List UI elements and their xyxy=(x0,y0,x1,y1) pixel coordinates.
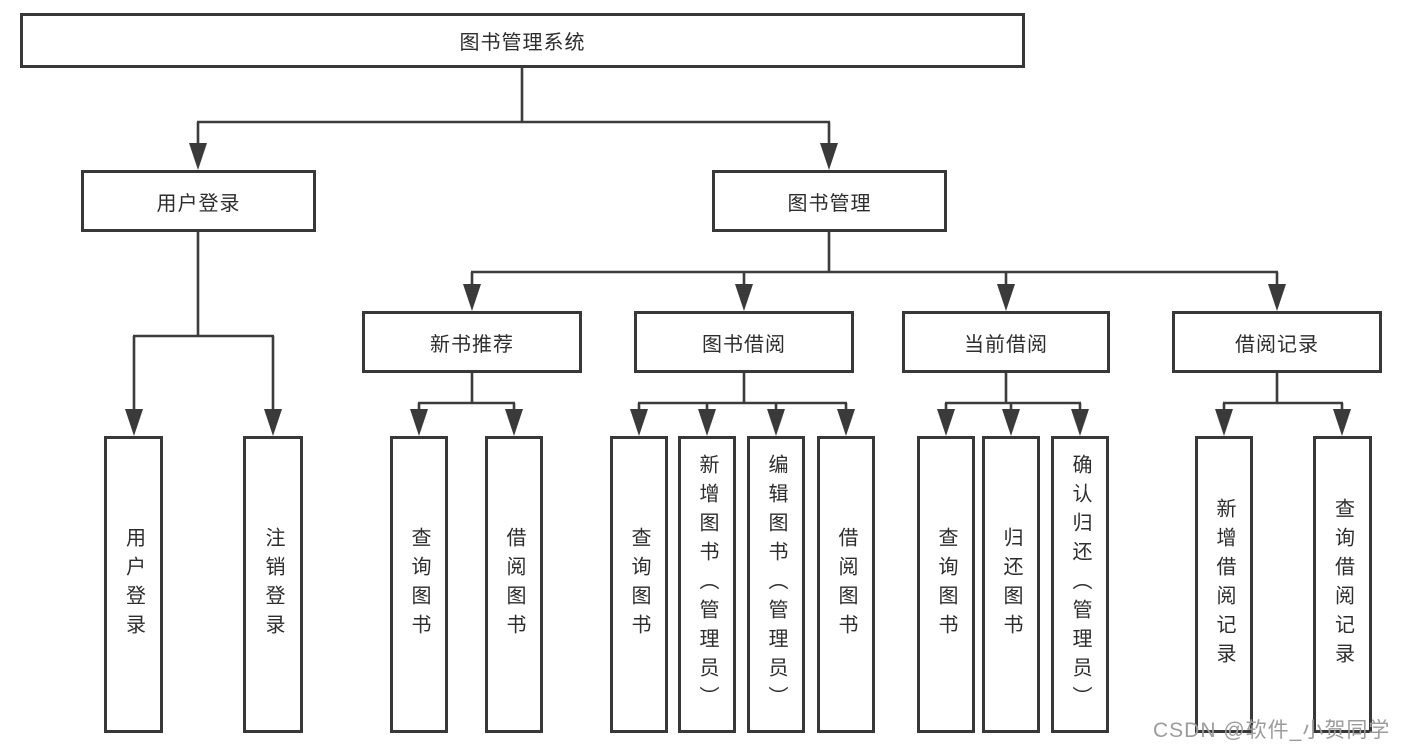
leaf-borrow-books-label: 借阅图书 xyxy=(835,526,857,643)
leaf-query-books-current: 查询图书 xyxy=(917,436,975,733)
leaf-add-borrow-record: 新增借阅记录 xyxy=(1195,436,1253,733)
leaf-query-books-borrow-label: 查询图书 xyxy=(628,526,650,643)
node-system-root-label: 图书管理系统 xyxy=(459,32,586,54)
leaf-confirm-return-admin-label: 确认归还（管理员） xyxy=(1069,454,1091,715)
node-current-borrowing-label: 当前借阅 xyxy=(964,333,1048,356)
node-user-login-label: 用户登录 xyxy=(156,192,241,215)
leaf-query-borrow-record-label: 查询借阅记录 xyxy=(1331,497,1354,672)
node-borrow-records: 借阅记录 xyxy=(1172,311,1382,373)
leaf-edit-books-admin: 编辑图书（管理员） xyxy=(747,436,805,733)
node-new-book-recommend: 新书推荐 xyxy=(362,311,582,373)
node-book-borrowing-label: 图书借阅 xyxy=(702,333,786,356)
leaf-query-borrow-record: 查询借阅记录 xyxy=(1313,436,1372,733)
csdn-watermark: CSDN @软件_小贺同学 xyxy=(1153,719,1391,742)
leaf-add-books-admin: 新增图书（管理员） xyxy=(678,436,736,733)
arrowheads xyxy=(125,143,1351,436)
leaf-add-books-admin-label: 新增图书（管理员） xyxy=(696,454,718,715)
node-book-management: 图书管理 xyxy=(712,170,947,232)
leaf-user-login: 用户登录 xyxy=(104,436,163,733)
node-borrow-records-label: 借阅记录 xyxy=(1235,333,1319,356)
node-user-login: 用户登录 xyxy=(81,170,316,232)
leaf-query-books-current-label: 查询图书 xyxy=(935,526,957,643)
leaf-query-books-borrow: 查询图书 xyxy=(610,436,668,733)
leaf-logout: 注销登录 xyxy=(243,436,303,733)
node-current-borrowing: 当前借阅 xyxy=(902,311,1110,373)
leaf-borrow-books: 借阅图书 xyxy=(817,436,875,733)
node-book-borrowing: 图书借阅 xyxy=(634,311,854,373)
leaf-return-books-label: 归还图书 xyxy=(1000,526,1022,643)
node-new-book-recommend-label: 新书推荐 xyxy=(430,333,514,356)
leaf-logout-label: 注销登录 xyxy=(262,526,284,643)
node-system-root: 图书管理系统 xyxy=(20,13,1025,68)
leaf-borrow-books-recommend-label: 借阅图书 xyxy=(503,526,525,643)
leaf-edit-books-admin-label: 编辑图书（管理员） xyxy=(765,454,787,715)
leaf-add-borrow-record-label: 新增借阅记录 xyxy=(1213,497,1235,672)
leaf-return-books: 归还图书 xyxy=(982,436,1040,733)
leaf-confirm-return-admin: 确认归还（管理员） xyxy=(1051,436,1109,733)
node-book-management-label: 图书管理 xyxy=(787,192,872,215)
leaf-user-login-label: 用户登录 xyxy=(122,526,145,643)
leaf-query-books-recommend-label: 查询图书 xyxy=(408,526,430,643)
leaf-query-books-recommend: 查询图书 xyxy=(390,436,448,733)
leaf-borrow-books-recommend: 借阅图书 xyxy=(485,436,543,733)
